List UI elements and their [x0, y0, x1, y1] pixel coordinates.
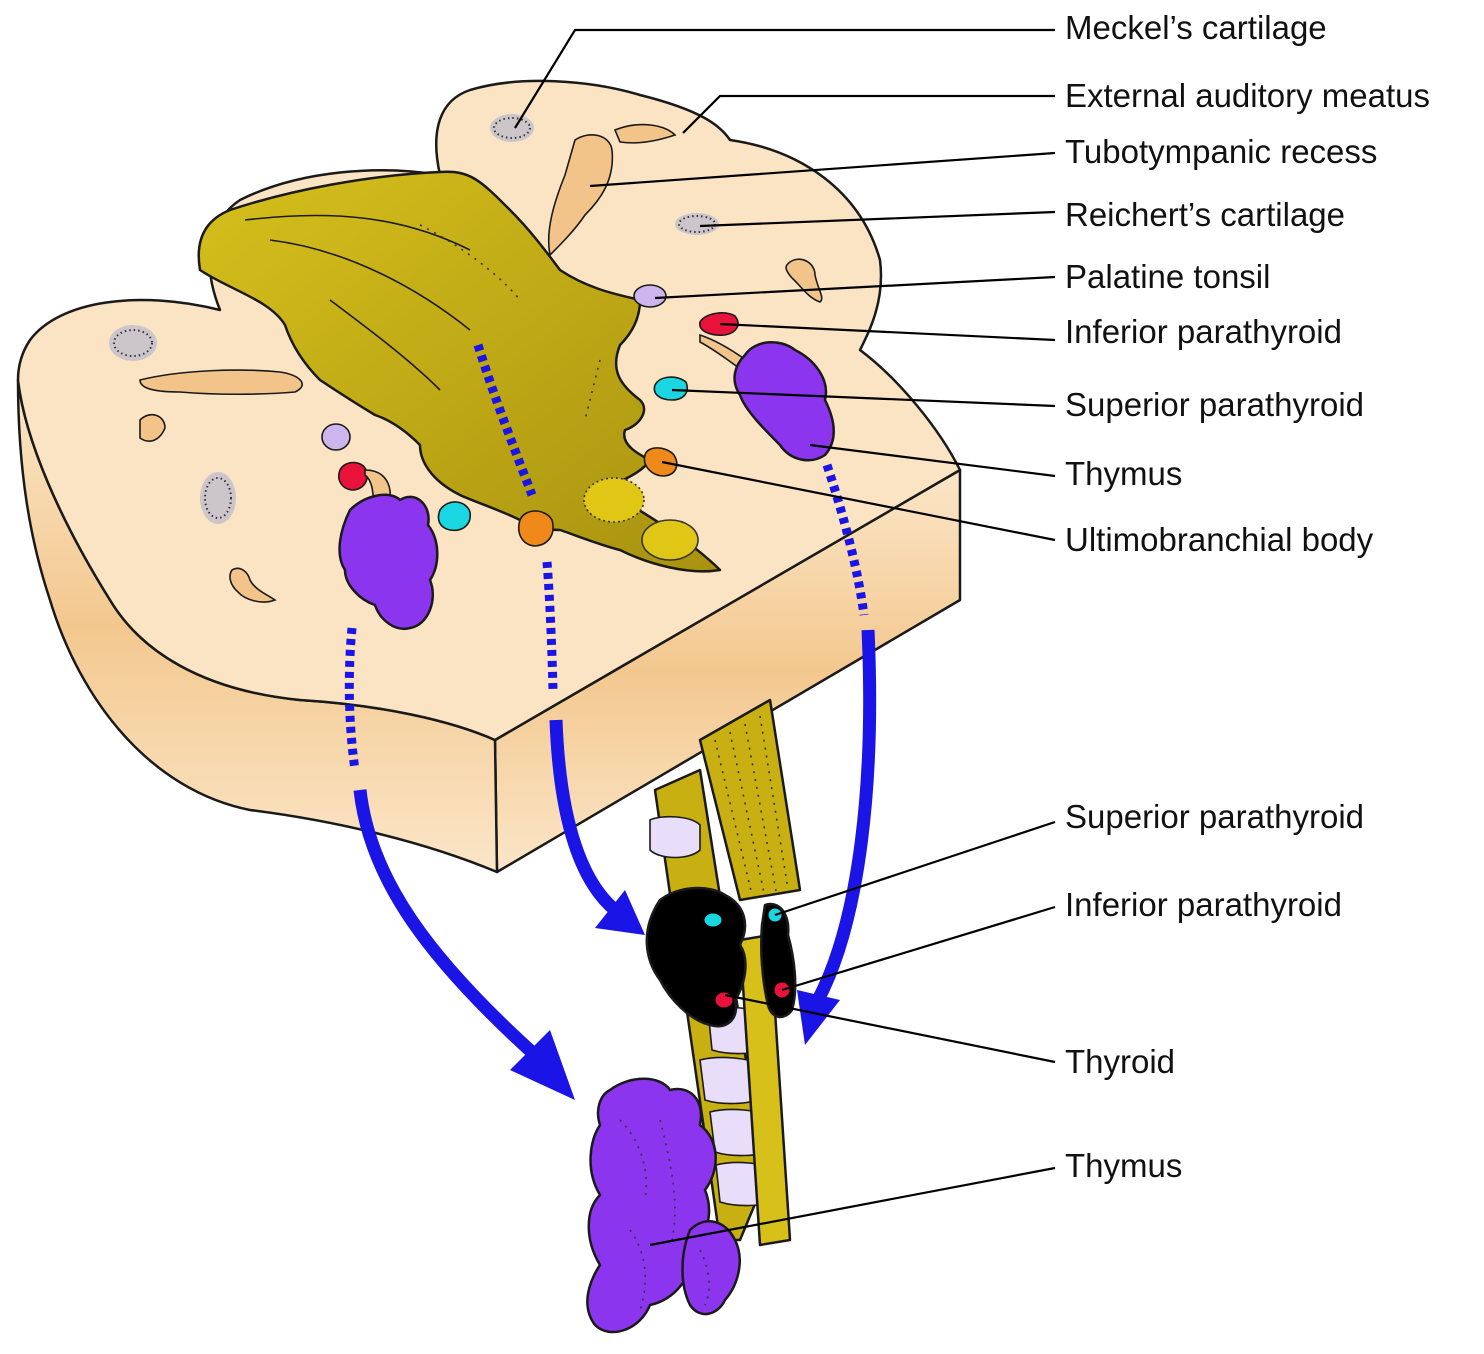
thyroid-primordium-oval-1	[584, 478, 644, 522]
label-palatine-tonsil: Palatine tonsil	[1065, 258, 1270, 295]
label-thymus-top: Thymus	[1065, 455, 1182, 492]
arrow-to-inferior-parathyroid	[818, 630, 870, 1000]
left-cartilage-patch	[109, 325, 157, 361]
thymus-right-lobe-bottom	[683, 1221, 740, 1314]
labels: Meckel’s cartilage External auditory mea…	[1065, 9, 1430, 1184]
label-inferior-parathyroid-bottom: Inferior parathyroid	[1065, 886, 1342, 923]
lower-cartilage-patch	[200, 472, 236, 524]
label-tubotympanic-recess: Tubotympanic recess	[1065, 133, 1377, 170]
leader-superior-parathyroid-bottom	[775, 822, 1055, 915]
inferior-parathyroid-left	[339, 463, 367, 491]
label-external-auditory-meatus: External auditory meatus	[1065, 77, 1430, 114]
ultimobranchial-left	[519, 511, 553, 546]
label-ultimobranchial-body: Ultimobranchial body	[1065, 521, 1374, 558]
label-thyroid: Thyroid	[1065, 1043, 1175, 1080]
label-inferior-parathyroid-top: Inferior parathyroid	[1065, 313, 1342, 350]
inferior-parathyroid-bottom-left	[715, 992, 733, 1008]
thyroid-primordium-oval-2	[642, 520, 698, 560]
label-meckels-cartilage: Meckel’s cartilage	[1065, 9, 1327, 46]
meckels-cartilage-patch	[490, 114, 534, 142]
superior-parathyroid-bottom-left	[704, 913, 722, 927]
superior-parathyroid-right	[654, 377, 687, 400]
label-reicherts-cartilage: Reichert’s cartilage	[1065, 196, 1345, 233]
palatine-tonsil-left	[322, 424, 350, 450]
label-superior-parathyroid-bottom: Superior parathyroid	[1065, 798, 1364, 835]
reicherts-cartilage-patch	[675, 213, 719, 235]
label-thymus-bottom: Thymus	[1065, 1147, 1182, 1184]
trachea-lavender-ring-1	[650, 817, 700, 858]
label-superior-parathyroid-top: Superior parathyroid	[1065, 386, 1364, 423]
leader-inferior-parathyroid-bottom	[782, 907, 1055, 990]
palatine-tonsil-right	[634, 285, 666, 307]
leader-external-auditory	[683, 96, 1055, 133]
superior-parathyroid-left	[438, 502, 470, 530]
